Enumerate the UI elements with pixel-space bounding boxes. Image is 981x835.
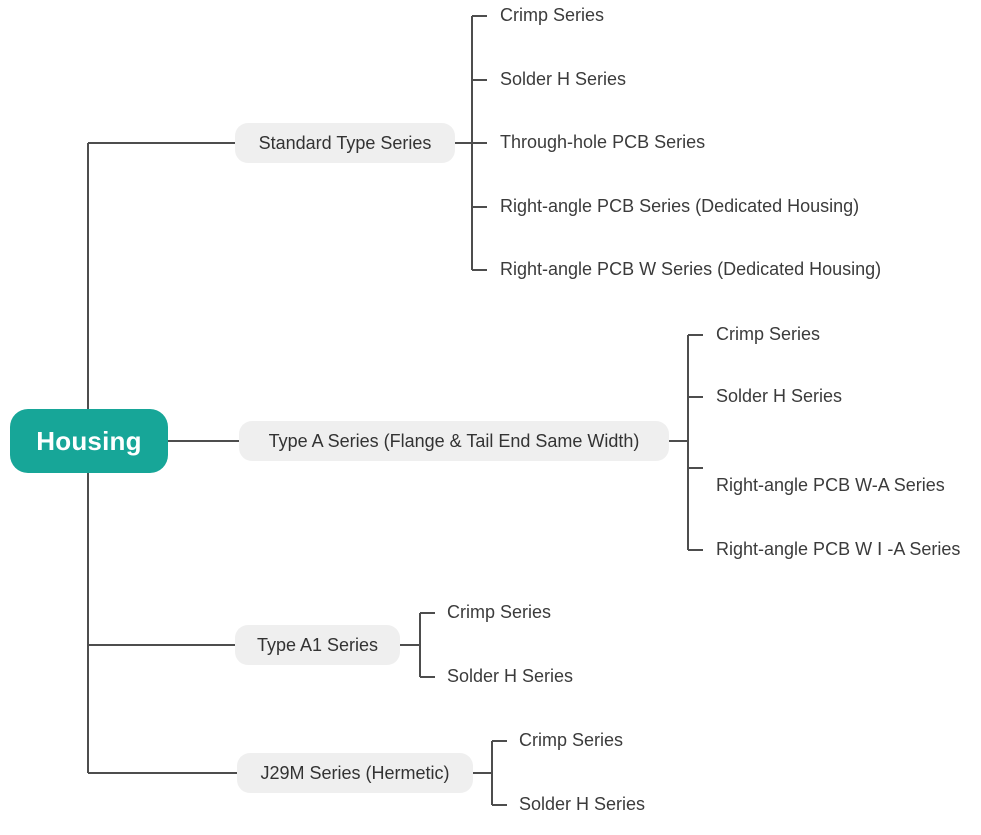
connector-branch-standard (455, 15, 487, 271)
root-node-housing[interactable]: Housing (10, 409, 168, 473)
leaf-node[interactable]: Right-angle PCB W Ⅰ -A Series (716, 539, 961, 560)
leaf-node[interactable]: Right-angle PCB W Series (Dedicated Hous… (500, 259, 882, 280)
leaf-node[interactable]: Solder H Series (500, 69, 627, 90)
leaf-node[interactable]: Crimp Series (519, 730, 624, 751)
connector-branch-j29m (473, 740, 507, 806)
leaf-node[interactable]: Crimp Series (716, 324, 821, 345)
branch-node-type-a-series[interactable]: Type A Series (Flange & Tail End Same Wi… (239, 421, 669, 461)
leaf-node[interactable]: Right-angle PCB W-A Series (716, 475, 945, 496)
branch-node-standard-type-series[interactable]: Standard Type Series (235, 123, 455, 163)
connector-branch-type-a (669, 334, 703, 551)
leaf-node[interactable]: Right-angle PCB Series (Dedicated Housin… (500, 196, 860, 217)
leaf-node[interactable]: Through-hole PCB Series (500, 132, 706, 153)
connector-branch-type-a1 (400, 612, 435, 678)
branch-node-j29m-series[interactable]: J29M Series (Hermetic) (237, 753, 473, 793)
leaf-node[interactable]: Crimp Series (500, 5, 605, 26)
branch-node-type-a1-series[interactable]: Type A1 Series (235, 625, 400, 665)
leaf-node[interactable]: Solder H Series (716, 386, 843, 407)
leaf-node[interactable]: Crimp Series (447, 602, 552, 623)
leaf-node[interactable]: Solder H Series (447, 666, 574, 687)
leaf-node[interactable]: Solder H Series (519, 794, 646, 815)
